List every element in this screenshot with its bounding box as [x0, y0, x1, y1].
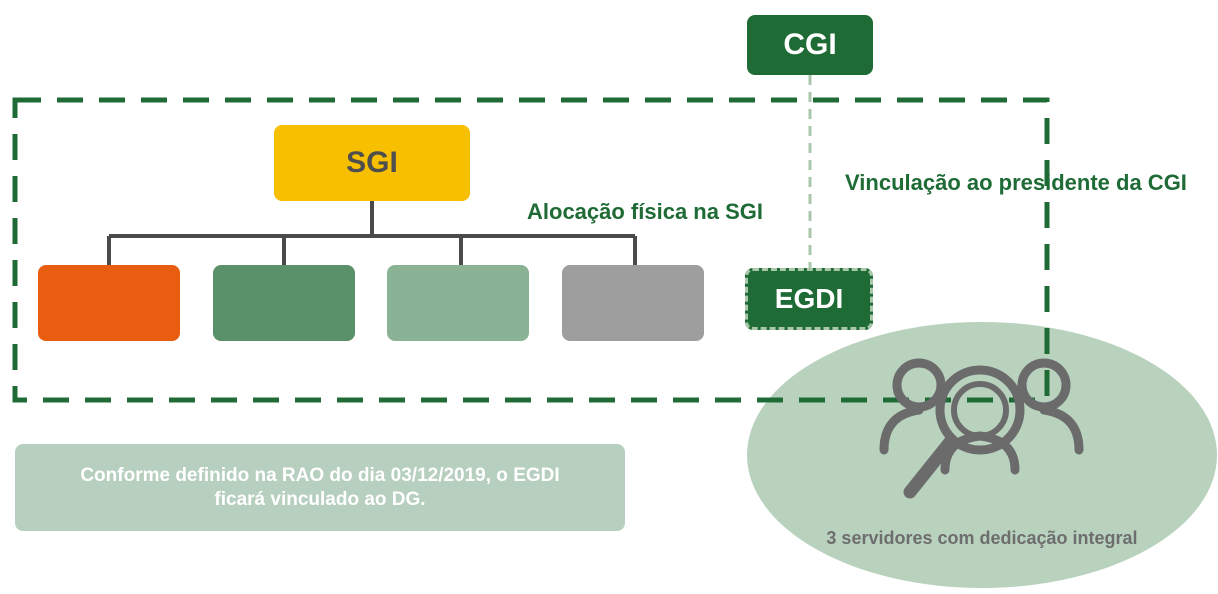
- egdi-node: EGDI: [745, 268, 873, 330]
- sgi-sub-unit-gray: [562, 265, 704, 341]
- sgi-sub-unit-orange: [38, 265, 180, 341]
- note-box: Conforme definido na RAO do dia 03/12/20…: [15, 444, 625, 531]
- link-label: Vinculação ao presidente da CGI: [845, 170, 1187, 195]
- allocation-frame: [12, 97, 1050, 403]
- note-line-1: Conforme definido na RAO do dia 03/12/20…: [80, 464, 560, 486]
- allocation-label: Alocação física na SGI: [527, 199, 763, 224]
- sgi-sub-unit-light-green: [387, 265, 529, 341]
- sgi-node: SGI: [274, 125, 470, 201]
- note-line-2: ficará vinculado ao DG.: [214, 488, 426, 510]
- cgi-node: CGI: [747, 15, 873, 75]
- people-magnifier-icon: [879, 358, 1084, 499]
- sgi-sub-unit-green: [213, 265, 355, 341]
- team-caption: 3 servidores com dedicação integral: [826, 528, 1138, 548]
